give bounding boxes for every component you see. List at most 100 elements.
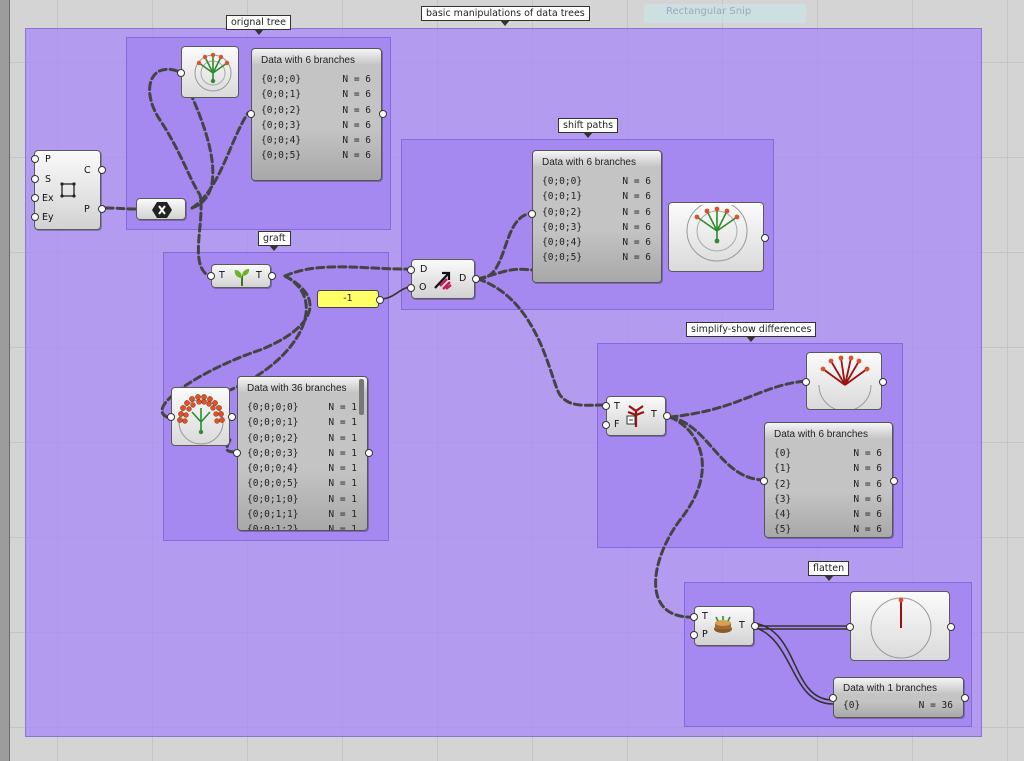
panel-graft[interactable]: Data with 36 branches {0;0;0;0}N = 1{0;0…	[237, 376, 368, 531]
row-count: N = 6	[342, 74, 371, 85]
panel-original-rows: {0;0;0}N = 6{0;0;1}N = 6{0;0;2}N = 6{0;0…	[252, 72, 381, 164]
panel-graft-scrollbar[interactable]	[359, 379, 364, 415]
panel-row: {0;0;3}N = 6	[252, 118, 381, 133]
tree-viewer-flatten[interactable]	[850, 591, 950, 661]
port-out-panel-original[interactable]	[379, 110, 387, 118]
port-p-out[interactable]	[98, 205, 106, 213]
port-out-viewer-flatten[interactable]	[947, 623, 955, 631]
port-in-panel-graft[interactable]	[233, 449, 241, 457]
port-out-viewer-graft[interactable]	[228, 413, 236, 421]
flatten-input-p: P	[702, 629, 708, 640]
port-out-panel-flatten[interactable]	[961, 694, 969, 702]
port-ex[interactable]	[31, 194, 39, 202]
tree-viewer-graft[interactable]	[171, 387, 230, 446]
panel-simplify[interactable]: Data with 6 branches {0}N = 6{1}N = 6{2}…	[764, 422, 893, 538]
port-shift-out[interactable]	[472, 275, 480, 283]
port-shift-d[interactable]	[407, 266, 415, 274]
port-graft-in[interactable]	[207, 272, 215, 280]
row-path: {0;0;3}	[542, 221, 583, 233]
row-path: {1}	[774, 463, 792, 475]
panel-row: {0}N = 36	[834, 698, 963, 713]
port-out-viewer-simplify[interactable]	[879, 378, 887, 386]
port-flatten-p[interactable]	[690, 631, 698, 639]
port-in-viewer-flatten[interactable]	[846, 623, 854, 631]
port-simplify-f[interactable]	[602, 421, 610, 429]
row-path: {0;0;1}	[261, 89, 302, 101]
graft-output-t: T	[256, 270, 262, 281]
tree-viewer-simplify[interactable]	[806, 352, 882, 410]
shift-output-d: D	[459, 273, 467, 284]
row-path: {0;0;0;3}	[247, 447, 299, 459]
port-simplify-t[interactable]	[602, 402, 610, 410]
port-out-panel-graft[interactable]	[365, 449, 373, 457]
tree-viewer-icon	[194, 52, 232, 92]
flatten-output-t: T	[739, 620, 745, 631]
port-in-panel-flatten[interactable]	[829, 694, 837, 702]
port-out-panel-simplify[interactable]	[890, 477, 898, 485]
port-slider-out[interactable]	[376, 296, 384, 304]
panel-flatten[interactable]: Data with 1 branches {0}N = 36	[833, 677, 964, 718]
simplify-component[interactable]: T F T	[606, 396, 666, 436]
panel-shift-title: Data with 6 branches	[542, 157, 636, 168]
row-count: N = 1	[328, 402, 357, 413]
tree-viewer-icon	[686, 205, 748, 262]
port-flatten-out[interactable]	[751, 622, 759, 630]
panel-row: {0;0;1;2} N = 1	[238, 522, 367, 531]
row-count: N = 6	[622, 221, 651, 233]
row-path: {5}	[774, 524, 792, 536]
port-in-viewer-original[interactable]	[177, 69, 185, 77]
number-slider[interactable]: -1	[317, 290, 379, 308]
input-p: P	[45, 154, 51, 165]
port-in-viewer-graft[interactable]	[167, 413, 175, 421]
flatten-icon	[714, 616, 732, 633]
graft-component[interactable]: T T	[211, 264, 271, 288]
port-p[interactable]	[31, 155, 39, 163]
rectangle-component[interactable]: P S Ex Ey C P	[34, 150, 101, 230]
panel-original[interactable]: Data with 6 branches {0;0;0}N = 6{0;0;1}…	[251, 48, 382, 181]
port-in-panel-original[interactable]	[247, 110, 255, 118]
flatten-component[interactable]: T P T	[694, 606, 754, 646]
panel-row: {0;0;1}N = 6	[252, 87, 381, 102]
port-flatten-t[interactable]	[690, 613, 698, 621]
port-in-panel-shift[interactable]	[528, 210, 536, 218]
port-shift-o[interactable]	[407, 284, 415, 292]
port-in-panel-simplify[interactable]	[760, 477, 768, 485]
port-graft-out[interactable]	[268, 272, 276, 280]
tree-viewer-shift[interactable]	[668, 202, 764, 272]
input-ey: Ey	[42, 212, 54, 223]
tree-viewer-original[interactable]	[181, 46, 239, 98]
port-simplify-out[interactable]	[663, 412, 671, 420]
panel-shift[interactable]: Data with 6 branches {0;0;0} N = 6 {0;0;1}…	[532, 150, 662, 283]
port-out-viewer-shift[interactable]	[761, 234, 769, 242]
shift-paths-component[interactable]: D O D	[411, 259, 475, 299]
row-path: {0;0;1}	[542, 191, 583, 203]
row-count: N = 1	[328, 524, 357, 531]
simplify-input-f: F	[614, 419, 620, 430]
panel-row: {0}N = 6	[765, 446, 892, 461]
row-count: N = 6	[853, 509, 882, 521]
port-s[interactable]	[31, 175, 39, 183]
panel-row: {0;0;0;0}N = 1	[238, 400, 367, 415]
port-ey[interactable]	[31, 213, 39, 221]
row-path: {0;0;1;2}	[247, 524, 299, 531]
tree-viewer-icon	[177, 394, 225, 445]
row-count: N = 1	[328, 417, 357, 429]
panel-row: {0;0;2}N = 6	[252, 103, 381, 118]
port-c[interactable]	[98, 166, 106, 174]
row-count: N = 1	[328, 493, 357, 505]
row-path: {0;0;0}	[542, 176, 583, 187]
row-count: N = 6	[342, 119, 371, 131]
row-path: {0;0;2}	[261, 104, 302, 116]
port-in-viewer-simplify[interactable]	[802, 378, 810, 386]
panel-shift-rows: {0;0;0}N = 6{0;0;1}N = 6{0;0;2}N = 6{0;0…	[533, 174, 661, 266]
canvas-left-edge	[0, 0, 10, 761]
tree-viewer-icon	[870, 597, 932, 659]
row-path: {0;0;0}	[261, 74, 302, 85]
panel-row: {0;0;2}N = 6	[533, 205, 661, 220]
row-count: N = 1	[328, 478, 357, 490]
panel-row: {0;0;0} N = 6	[252, 72, 381, 87]
row-path: {4}	[774, 509, 792, 521]
row-path: {0;0;1;1}	[247, 509, 299, 521]
relay-component[interactable]	[136, 198, 186, 220]
